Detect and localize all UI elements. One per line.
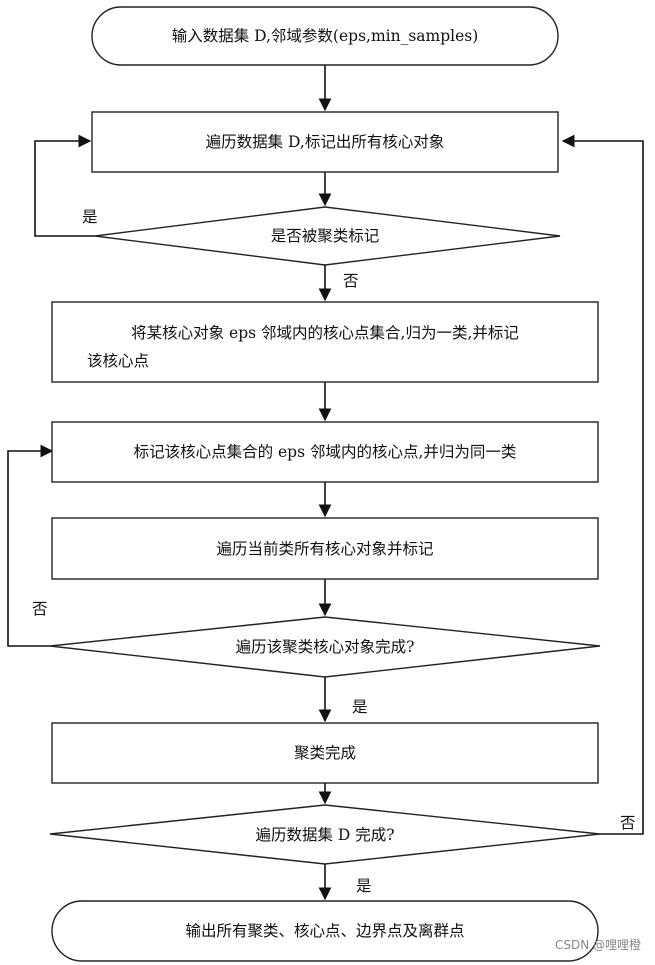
decision1-yes-label: 是 — [82, 208, 98, 226]
decision1-no-label: 否 — [343, 272, 359, 290]
decision2-no-label: 否 — [32, 600, 48, 618]
end-terminator — [51, 900, 599, 962]
start-terminator — [91, 6, 559, 66]
edge-decision1-yes-loop — [34, 134, 95, 237]
decision3-diamond — [49, 804, 601, 865]
edge-decision3-no-loop — [561, 134, 644, 835]
step3-label: 标记该核心点集合的 eps 邻域内的核心点,并归为同一类 — [134, 443, 517, 461]
decision1-label: 是否被聚类标记 — [271, 227, 380, 245]
step5-label: 聚类完成 — [294, 744, 356, 762]
step4-box — [51, 517, 599, 580]
step1-label: 遍历数据集 D,标记出所有核心对象 — [206, 133, 445, 151]
decision3-no-label: 否 — [620, 814, 636, 832]
decision1-diamond — [94, 206, 561, 266]
end-label: 输出所有聚类、核心点、边界点及离群点 — [185, 922, 464, 940]
decision3-label: 遍历数据集 D 完成? — [255, 826, 394, 844]
start-label: 输入数据集 D,邻域参数(eps,min_samples) — [172, 27, 479, 45]
decision2-label: 遍历该聚类核心对象完成? — [236, 638, 415, 656]
watermark: CSDN @哩哩橙 — [554, 938, 641, 952]
step4-label: 遍历当前类所有核心对象并标记 — [216, 540, 433, 558]
step1-box — [91, 111, 559, 173]
step3-box — [51, 421, 599, 483]
decision2-diamond — [49, 616, 601, 678]
step2-label-line1: 将某核心对象 eps 邻域内的核心点集合,归为一类,并标记 — [131, 324, 519, 342]
decision3-yes-label: 是 — [356, 877, 372, 895]
step5-box — [51, 722, 599, 784]
step2-label-line2: 该核心点 — [87, 352, 149, 370]
step2-box — [51, 301, 599, 383]
decision2-yes-label: 是 — [352, 698, 368, 716]
edge-decision2-no-loop — [7, 444, 54, 647]
